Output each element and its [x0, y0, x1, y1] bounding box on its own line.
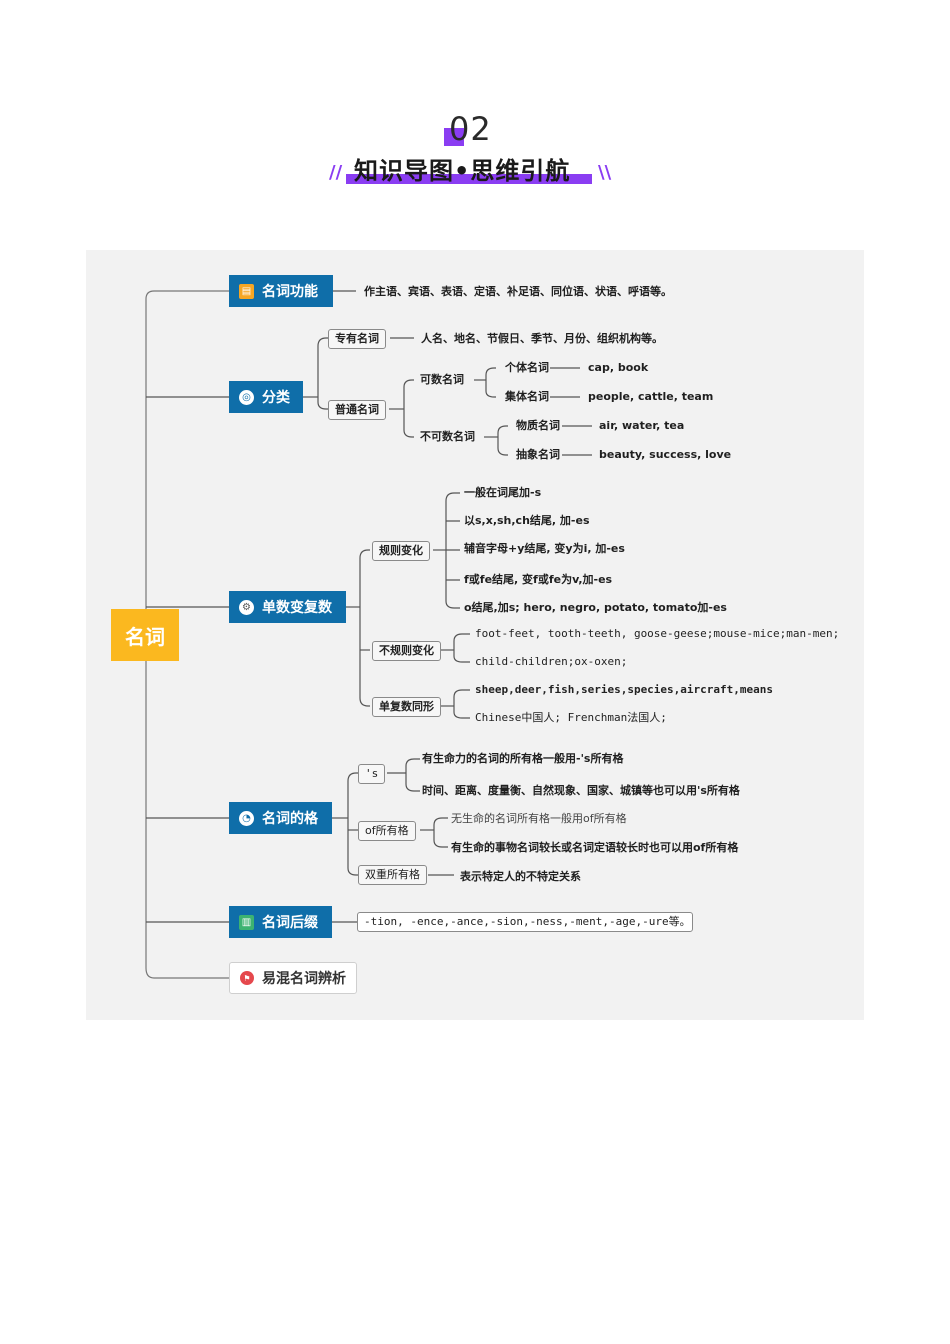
pie-chart-icon: ◔ [239, 810, 254, 826]
same-form-item-2: Chinese中国人; Frenchman法国人; [475, 711, 667, 724]
node-label: 易混名词辨析 [262, 971, 346, 987]
material-desc: air, water, tea [599, 419, 685, 432]
double-possessive-desc: 表示特定人的不特定关系 [460, 870, 581, 883]
title-underline [346, 174, 592, 184]
node-classification[interactable]: ◎ 分类 [229, 381, 303, 413]
section-title-text: 知识导图•思维引航 [354, 157, 571, 185]
regular-rule-1: 一般在词尾加-s [464, 486, 542, 499]
node-s-case[interactable]: 's [358, 764, 386, 784]
node-noun-function[interactable]: ▤ 名词功能 [229, 275, 333, 307]
node-possessive[interactable]: ◔ 名词的格 [229, 802, 332, 834]
node-proper-noun[interactable]: 专有名词 [328, 329, 386, 349]
abstract-desc: beauty, success, love [599, 448, 732, 461]
regular-rule-4: f或fe结尾, 变f或fe为v,加-es [464, 573, 613, 586]
book-icon: ▤ [239, 283, 254, 299]
node-confusing-nouns[interactable]: ⚑ 易混名词辨析 [229, 962, 357, 994]
node-regular[interactable]: 规则变化 [372, 541, 430, 561]
regular-rule-2: 以s,x,sh,ch结尾, 加-es [464, 514, 590, 527]
section-title: // 知识导图•思维引航 \\ [0, 150, 950, 190]
node-label: 单数变复数 [262, 600, 332, 616]
regular-rule-5: o结尾,加s; hero, negro, potato, tomato加-es [464, 601, 727, 614]
individual-desc: cap, book [588, 361, 649, 374]
same-form-item-1: sheep,deer,fish,series,species,aircraft,… [475, 683, 774, 696]
node-of-case[interactable]: of所有格 [358, 821, 416, 841]
section-number: 02 [0, 110, 950, 150]
s-case-item-1: 有生命力的名词的所有格一般用-'s所有格 [422, 752, 624, 765]
node-irregular[interactable]: 不规则变化 [372, 641, 441, 661]
node-label: 分类 [262, 390, 290, 406]
node-common-noun[interactable]: 普通名词 [328, 400, 386, 420]
node-same-form[interactable]: 单复数同形 [372, 697, 441, 717]
regular-rule-3: 辅音字母+y结尾, 变y为i, 加-es [464, 542, 625, 555]
proper-noun-desc: 人名、地名、节假日、季节、月份、组织机构等。 [421, 332, 663, 345]
section-number-text: 02 [449, 110, 492, 148]
node-abstract[interactable]: 抽象名词 [516, 448, 560, 461]
of-case-item-1: 无生命的名词所有格一般用of所有格 [451, 812, 627, 825]
node-material[interactable]: 物质名词 [516, 419, 560, 432]
node-label: 名词功能 [262, 284, 318, 300]
node-suffix[interactable]: ▥ 名词后缀 [229, 906, 332, 938]
node-label: 名词后缀 [262, 915, 318, 931]
irregular-item-2: child-children;ox-oxen; [475, 655, 628, 668]
node-collective[interactable]: 集体名词 [505, 390, 549, 403]
notebook-icon: ▥ [239, 914, 254, 930]
of-case-item-2: 有生命的事物名词较长或名词定语较长时也可以用of所有格 [451, 841, 739, 854]
node-individual[interactable]: 个体名词 [505, 361, 549, 374]
flag-icon: ⚑ [240, 971, 254, 985]
irregular-item-1: foot-feet, tooth-teeth, goose-geese;mous… [475, 627, 840, 640]
slash-decoration-right: \\ [598, 162, 612, 183]
number-accent-bar [444, 128, 464, 146]
gear-icon: ⚙ [239, 599, 254, 615]
node-countable[interactable]: 可数名词 [420, 373, 464, 386]
node-uncountable[interactable]: 不可数名词 [420, 430, 475, 443]
collective-desc: people, cattle, team [588, 390, 714, 403]
noun-function-desc: 作主语、宾语、表语、定语、补足语、同位语、状语、呼语等。 [364, 285, 672, 298]
node-double-possessive[interactable]: 双重所有格 [358, 865, 427, 885]
suffix-desc: -tion, -ence,-ance,-sion,-ness,-ment,-ag… [357, 912, 693, 932]
target-icon: ◎ [239, 389, 254, 405]
node-label: 名词的格 [262, 811, 318, 827]
s-case-item-2: 时间、距离、度量衡、自然现象、国家、城镇等也可以用's所有格 [422, 784, 740, 797]
root-node[interactable]: 名词 [111, 609, 179, 661]
slash-decoration-left: // [329, 162, 343, 183]
mind-map-panel: 名词 ▤ 名词功能 作主语、宾语、表语、定语、补足语、同位语、状语、呼语等。 ◎… [86, 250, 864, 1020]
node-plural[interactable]: ⚙ 单数变复数 [229, 591, 346, 623]
